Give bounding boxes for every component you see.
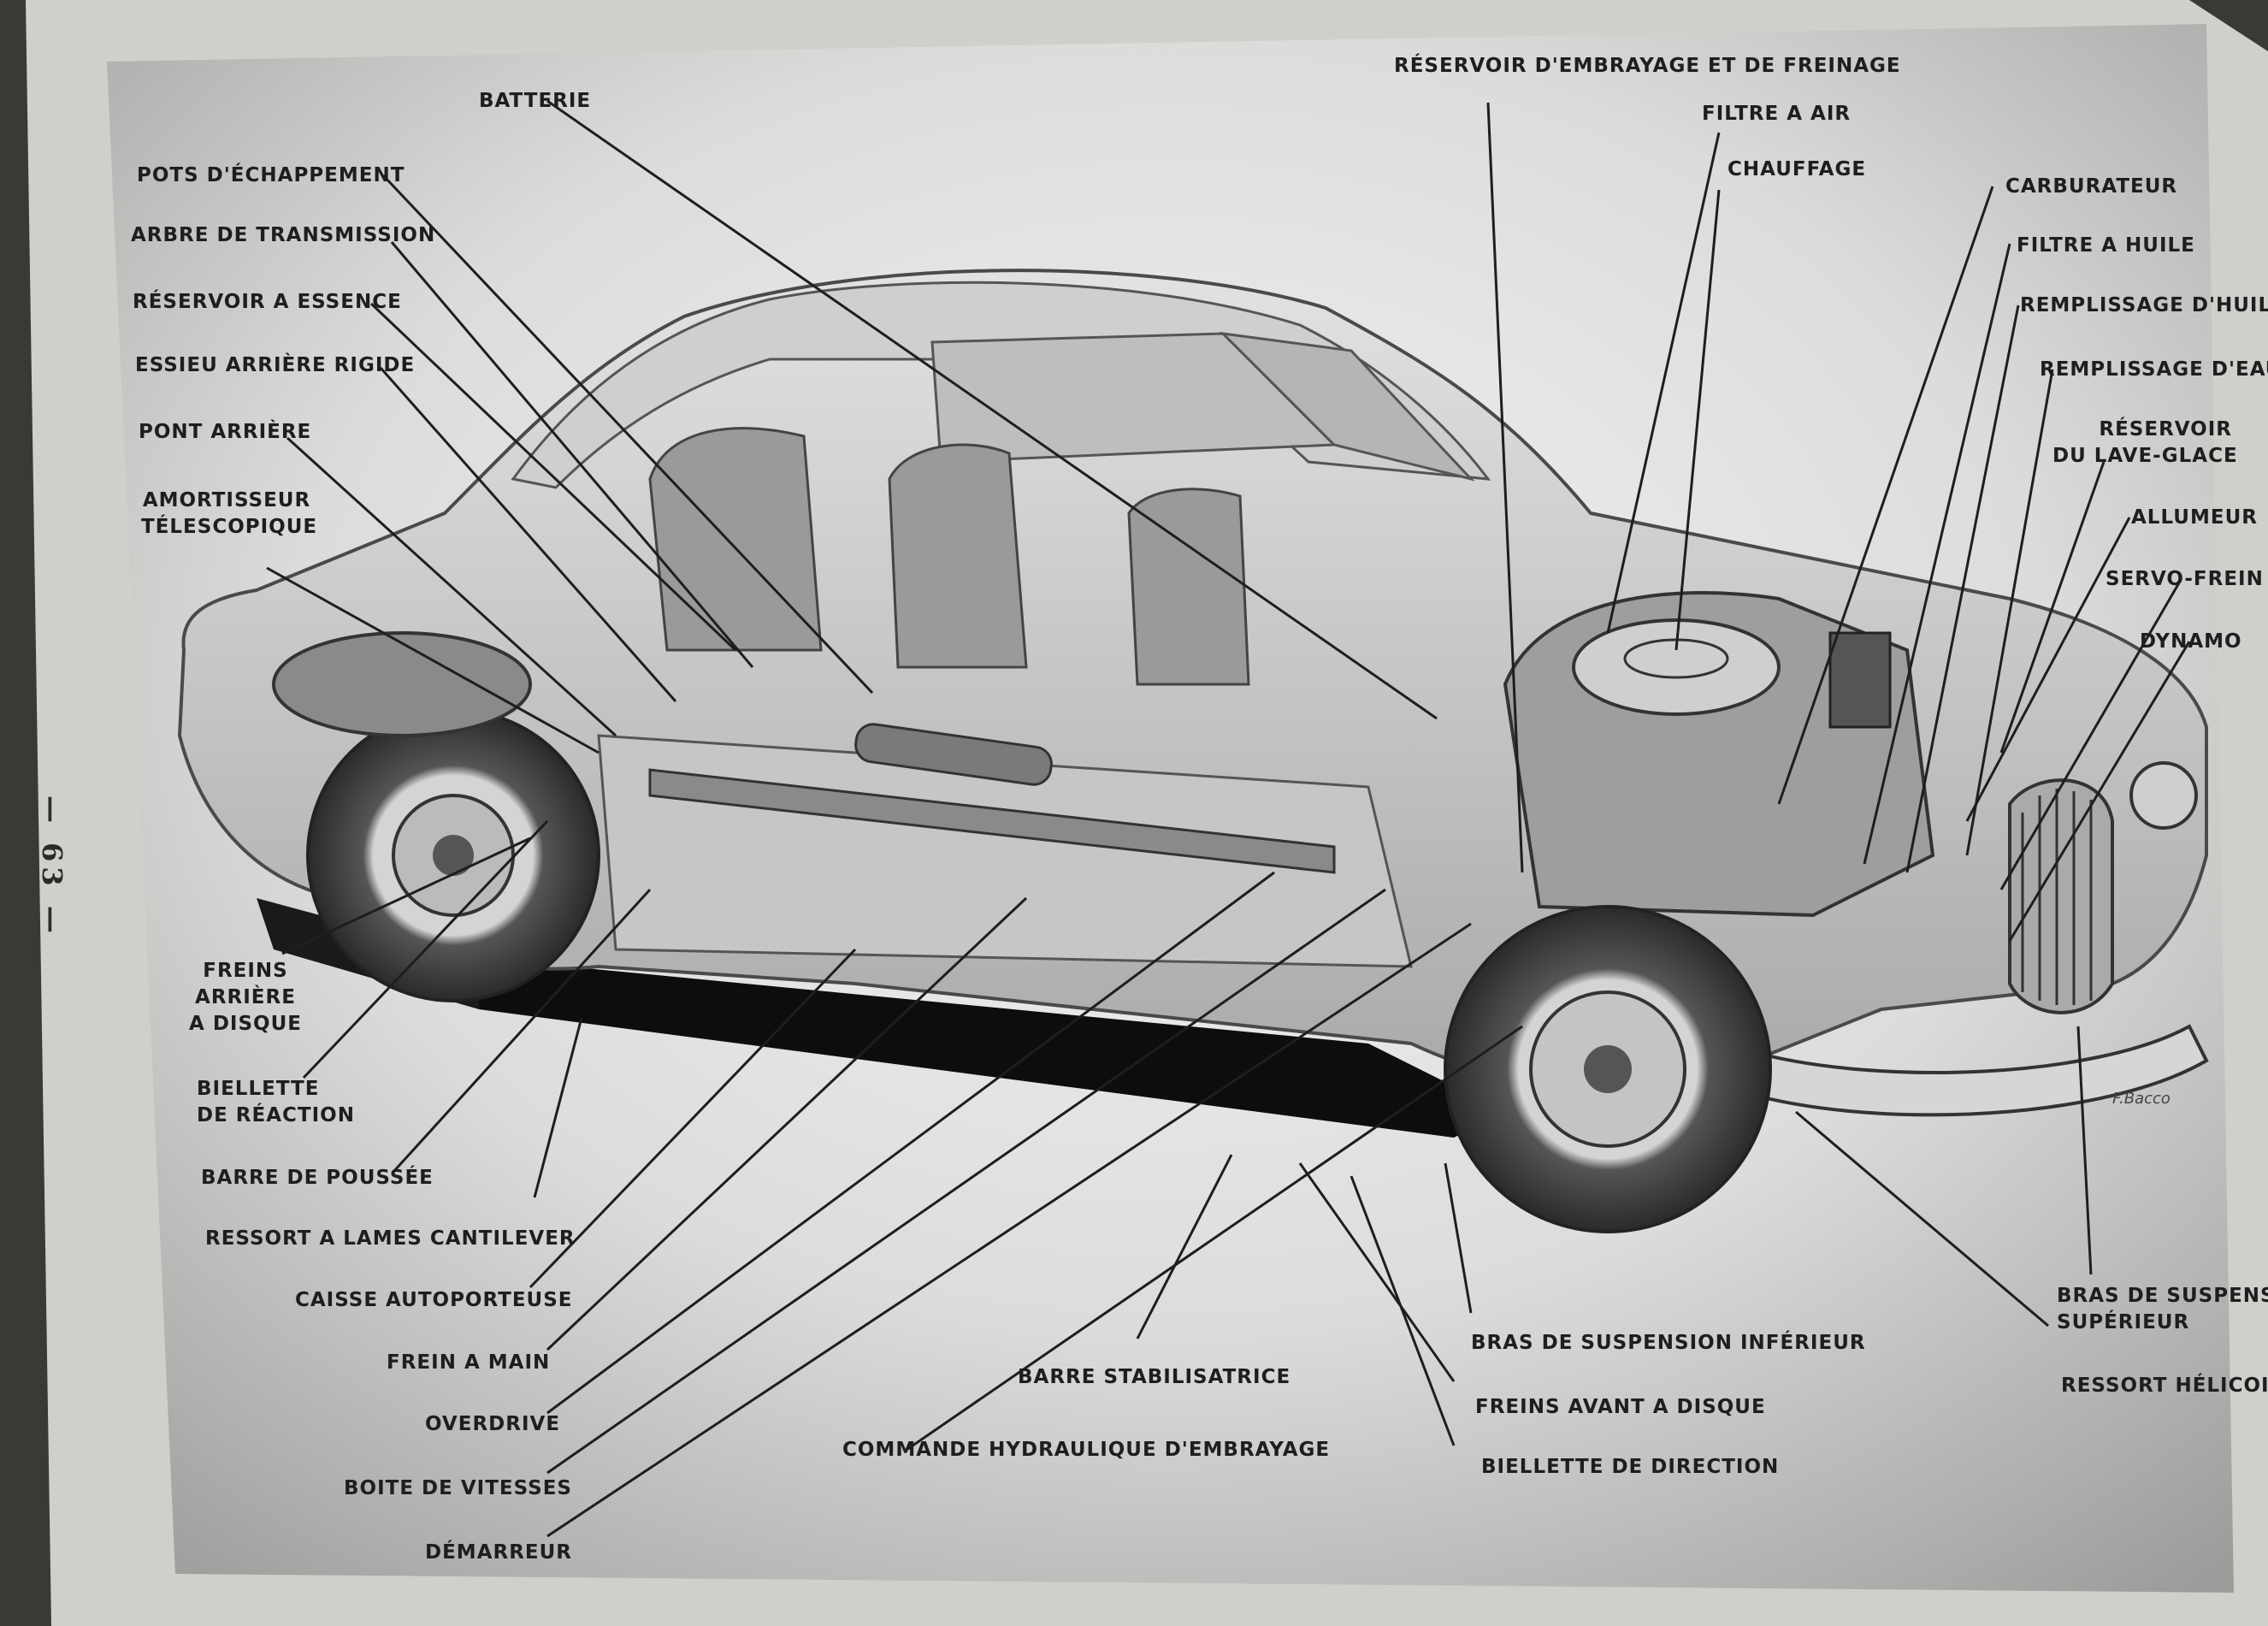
label-remplissage-huile: REMPLISSAGE D'HUILE	[2020, 294, 2268, 316]
label-boite-vitesses: BOITE DE VITESSES	[344, 1477, 572, 1499]
leader-lines	[266, 99, 2191, 1538]
label-freins-arriere-line3: A DISQUE	[189, 1013, 302, 1035]
label-batterie: BATTERIE	[479, 90, 592, 112]
label-overdrive: OVERDRIVE	[425, 1413, 561, 1435]
label-frein-main: FREIN A MAIN	[387, 1351, 551, 1374]
label-biellette-reaction: BIELLETTE DE RÉACTION	[197, 1076, 355, 1129]
label-amortisseur-line1: AMORTISSEUR	[142, 489, 311, 511]
label-dynamo: DYNAMO	[2140, 630, 2242, 653]
label-reservoir-embrayage: RÉSERVOIR D'EMBRAYAGE ET DE FREINAGE	[1394, 55, 1901, 77]
label-ressort-lames: RESSORT A LAMES CANTILEVER	[205, 1227, 576, 1250]
label-arbre-transmission: ARBRE DE TRANSMISSION	[131, 224, 436, 246]
label-bras-superieur-line1: BRAS DE SUSPENSION	[2057, 1285, 2268, 1307]
label-reservoir-lave-glace: RÉSERVOIR DU LAVE-GLACE	[2052, 417, 2238, 470]
label-chauffage: CHAUFFAGE	[1728, 158, 1867, 180]
label-essieu-arriere: ESSIEU ARRIÈRE RIGIDE	[135, 354, 416, 376]
label-ressort-helicoidal: RESSORT HÉLICOIDAL	[2061, 1375, 2268, 1397]
label-amortisseur: AMORTISSEUR TÉLESCOPIQUE	[141, 488, 318, 541]
label-bras-superieur: BRAS DE SUSPENSION SUPÉRIEUR	[2057, 1283, 2268, 1336]
label-filtre-huile: FILTRE A HUILE	[2017, 234, 2195, 257]
label-caisse-autoporteuse: CAISSE AUTOPORTEUSE	[295, 1289, 573, 1311]
label-reservoir-essence: RÉSERVOIR A ESSENCE	[133, 291, 402, 313]
label-reservoir-lave-glace-line1: RÉSERVOIR	[2099, 418, 2232, 440]
label-allumeur: ALLUMEUR	[2131, 506, 2258, 529]
label-servo-frein: SERVO-FREIN	[2106, 568, 2264, 590]
label-barre-stabilisatrice: BARRE STABILISATRICE	[1018, 1366, 1291, 1388]
artist-signature: F.Bacco	[2112, 1090, 2171, 1108]
label-freins-avant: FREINS AVANT A DISQUE	[1475, 1396, 1766, 1418]
label-commande-embrayage: COMMANDE HYDRAULIQUE D'EMBRAYAGE	[842, 1439, 1331, 1461]
label-barre-poussee: BARRE DE POUSSÉE	[201, 1167, 434, 1189]
label-reservoir-lave-glace-line2: DU LAVE-GLACE	[2052, 445, 2238, 467]
label-pont-arriere: PONT ARRIÈRE	[139, 421, 312, 443]
label-pots-echappement: POTS D'ÉCHAPPEMENT	[137, 164, 405, 186]
label-biellette-reaction-line2: DE RÉACTION	[197, 1104, 355, 1126]
label-freins-arriere-line1: FREINS	[203, 960, 288, 982]
page-number: — 63 —	[36, 795, 68, 938]
label-bras-superieur-line2: SUPÉRIEUR	[2057, 1311, 2190, 1333]
label-bras-inferieur: BRAS DE SUSPENSION INFÉRIEUR	[1471, 1332, 1866, 1354]
label-biellette-direction: BIELLETTE DE DIRECTION	[1481, 1456, 1780, 1478]
label-freins-arriere-line2: ARRIÈRE	[195, 986, 296, 1008]
label-amortisseur-line2: TÉLESCOPIQUE	[141, 516, 318, 538]
label-demarreur: DÉMARREUR	[425, 1541, 573, 1564]
label-carburateur: CARBURATEUR	[2005, 175, 2178, 198]
label-freins-arriere: FREINS ARRIÈRE A DISQUE	[181, 958, 310, 1038]
label-biellette-reaction-line1: BIELLETTE	[197, 1078, 320, 1100]
label-remplissage-eau: REMPLISSAGE D'EAU	[2040, 358, 2268, 381]
label-filtre-air: FILTRE A AIR	[1702, 103, 1852, 125]
